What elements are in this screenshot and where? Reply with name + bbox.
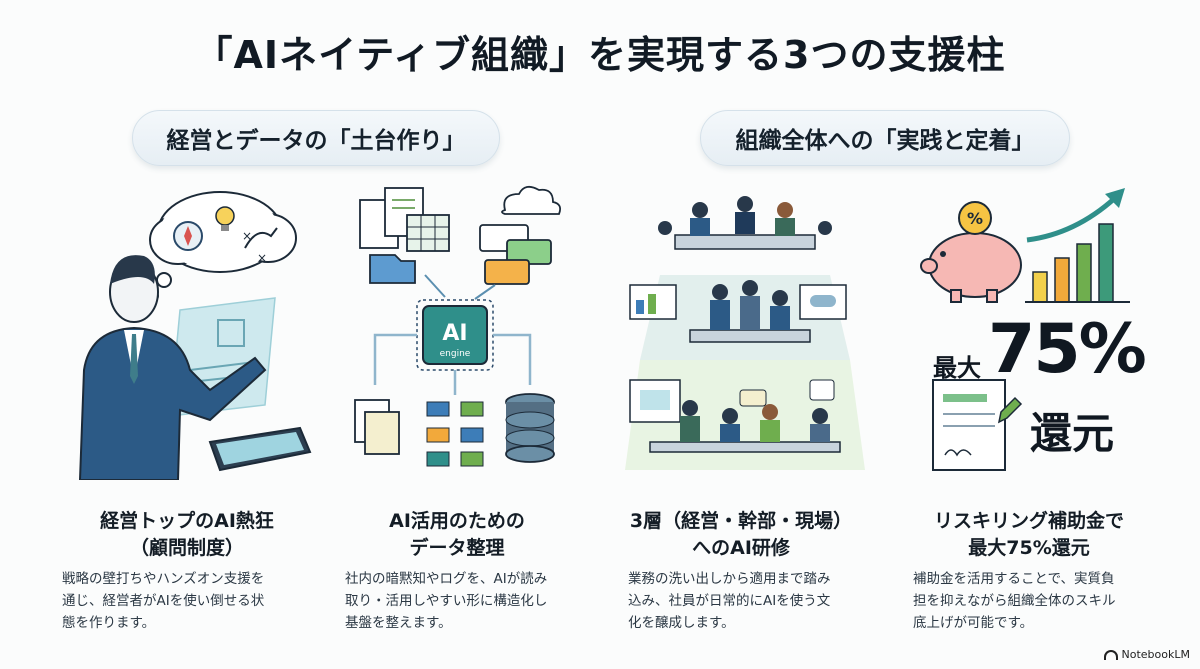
notebooklm-watermark: NotebookLM <box>1103 648 1190 661</box>
section-pill-practice: 組織全体への「実践と定着」 <box>700 110 1070 166</box>
executive-meeting-icon <box>658 196 832 250</box>
notebooklm-logo-icon <box>1103 649 1118 660</box>
refund-suffix-label: 還元 <box>1030 409 1115 458</box>
staff-workplace-icon <box>629 379 841 453</box>
column-title-executive: 経営トップのAI熱狂 （顧問制度） <box>100 510 274 559</box>
ai-chip-sublabel: engine <box>440 349 471 359</box>
big-percent-label: 75% <box>988 310 1147 389</box>
database-icon <box>505 393 555 463</box>
column-desc-data: 社内の暗黙知やログを、AIが読み 取り・活用しやすい形に構造化し 基盤を整えます… <box>345 571 548 631</box>
training-layers-illustration <box>620 180 870 480</box>
svg-text:×: × <box>257 251 267 265</box>
percent-coin-label: % <box>967 209 983 228</box>
piggy-bank-icon: % <box>920 201 1022 303</box>
growth-bar-chart-icon <box>1025 188 1130 303</box>
max-prefix-label: 最大 <box>933 354 981 382</box>
column-desc-executive: 戦略の壁打ちやハンズオン支援を 通じ、経営者がAIを使い倒せる状 態を作ります。 <box>62 571 265 631</box>
ai-engine-chip-icon: AI engine <box>416 299 494 371</box>
column-title-subsidy: リスキリング補助金で 最大75%還元 <box>933 510 1124 559</box>
column-desc-subsidy: 補助金を活用することで、実質負 担を抑えながら組織全体のスキル 底上げが可能です… <box>913 571 1116 631</box>
column-desc-training: 業務の洗い出しから適用まで踏み 込み、社員が日常的にAIを使う文 化を醸成します… <box>628 571 831 631</box>
svg-text:×: × <box>242 229 252 243</box>
thought-cloud-icon: × × <box>149 191 297 301</box>
section-pill-foundation: 経営とデータの「土台作り」 <box>132 110 500 166</box>
column-title-training: 3層（経営・幹部・現場） へのAI研修 <box>629 510 853 559</box>
documents-icon <box>359 187 450 284</box>
executive-illustration: × × <box>60 180 320 480</box>
flowchart-icon <box>426 401 484 467</box>
chat-bubbles-icon <box>479 185 562 285</box>
data-engine-illustration: AI engine <box>345 180 565 480</box>
column-title-data: AI活用のための データ整理 <box>389 510 525 559</box>
signed-document-icon <box>932 379 1023 471</box>
manager-meeting-icon <box>629 280 847 343</box>
page-title: 「AIネイティブ組織」を実現する3つの支援柱 <box>194 33 1006 77</box>
subsidy-illustration: % <box>915 180 1155 480</box>
ai-chip-label: AI <box>442 321 467 346</box>
